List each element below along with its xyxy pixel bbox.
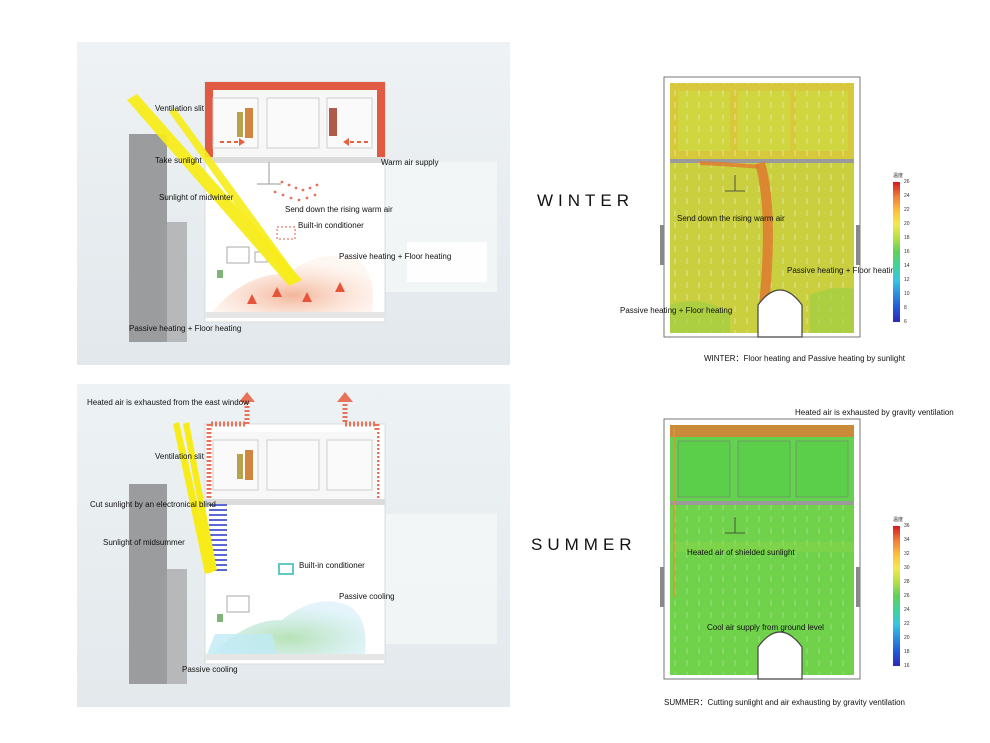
winter-scale-tick: 18 — [904, 235, 910, 241]
summer-sim-cool-air-label: Cool air supply from ground level — [707, 623, 824, 632]
summer-sim-heated-shielded-label: Heated air of shielded sunlight — [687, 548, 795, 557]
summer-scale-tick: 34 — [904, 537, 910, 543]
winter-passive-floor-right-label: Passive heating + Floor heating — [339, 252, 452, 261]
winter-scale-tick: 14 — [904, 263, 910, 269]
summer-scale-tick: 36 — [904, 523, 910, 529]
summer-scale-tick: 32 — [904, 551, 910, 557]
winter-conditioner-label: Built-in conditioner — [298, 221, 364, 230]
winter-scale-tick: 16 — [904, 249, 910, 255]
summer-scale-tick: 16 — [904, 663, 910, 669]
winter-scale-tick: 20 — [904, 221, 910, 227]
summer-thermal-simulation — [660, 417, 870, 687]
winter-scale-tick: 26 — [904, 179, 910, 185]
winter-ventilation-slit-label: Ventilation slit — [155, 104, 204, 113]
winter-caption: WINTER：Floor heating and Passive heating… — [704, 354, 905, 363]
winter-sim-passive-right-label: Passive heating + Floor heating — [787, 266, 900, 275]
winter-thermal-simulation — [660, 75, 870, 345]
summer-passive-cooling-right-label: Passive cooling — [339, 592, 395, 601]
winter-section-diagram — [77, 42, 510, 365]
winter-scale-tick: 12 — [904, 277, 910, 283]
summer-scale-tick: 22 — [904, 621, 910, 627]
winter-send-down-label: Send down the rising warm air — [285, 205, 393, 214]
summer-heated-air-east-label: Heated air is exhausted from the east wi… — [87, 398, 249, 407]
summer-scale-tick: 26 — [904, 593, 910, 599]
winter-scale-tick: 8 — [904, 305, 907, 311]
summer-scale-unit: 温度 — [893, 517, 904, 523]
summer-section-diagram — [77, 384, 510, 707]
summer-passive-cooling-bottom-label: Passive cooling — [182, 665, 238, 674]
summer-scale-tick: 24 — [904, 607, 910, 613]
winter-sunlight-midwinter-label: Sunlight of midwinter — [159, 193, 234, 202]
summer-cut-sunlight-label: Cut sunlight by an electronical blind — [90, 500, 216, 509]
winter-scale-tick: 10 — [904, 291, 910, 297]
summer-scale-tick: 30 — [904, 565, 910, 571]
summer-scale-tick: 18 — [904, 649, 910, 655]
summer-scale-bar — [893, 526, 900, 666]
summer-caption: SUMMER：Cutting sunlight and air exhausti… — [664, 698, 906, 707]
summer-scale-tick: 20 — [904, 635, 910, 641]
winter-sim-send-down-label: Send down the rising warm air — [677, 214, 785, 223]
winter-sim-passive-left-label: Passive heating + Floor heating — [620, 306, 733, 315]
winter-passive-floor-bottom-label: Passive heating + Floor heating — [129, 324, 242, 333]
winter-scale-tick: 24 — [904, 193, 910, 199]
winter-scale-tick: 22 — [904, 207, 910, 213]
summer-temperature-scale: 温度 36 34 32 30 28 26 24 22 20 18 16 — [893, 517, 923, 669]
winter-scale-tick: 6 — [904, 319, 907, 325]
winter-season-title: WINTER — [537, 191, 635, 210]
summer-sunlight-midsummer-label: Sunlight of midsummer — [103, 538, 185, 547]
summer-conditioner-label: Built-in conditioner — [299, 561, 365, 570]
winter-scale-bar — [893, 182, 900, 322]
summer-ventilation-slit-label: Ventilation slit — [155, 452, 204, 461]
summer-sim-heated-air-gravity-label: Heated air is exhausted by gravity venti… — [795, 408, 954, 417]
summer-scale-tick: 28 — [904, 579, 910, 585]
winter-take-sunlight-label: Take sunlight — [155, 156, 202, 165]
winter-warm-air-supply-label: Warm air supply — [381, 158, 439, 167]
winter-temperature-scale: 温度 26 24 22 20 18 16 14 12 10 8 6 — [893, 173, 923, 325]
summer-season-title: SUMMER — [531, 535, 637, 554]
winter-scale-unit: 温度 — [893, 173, 904, 179]
